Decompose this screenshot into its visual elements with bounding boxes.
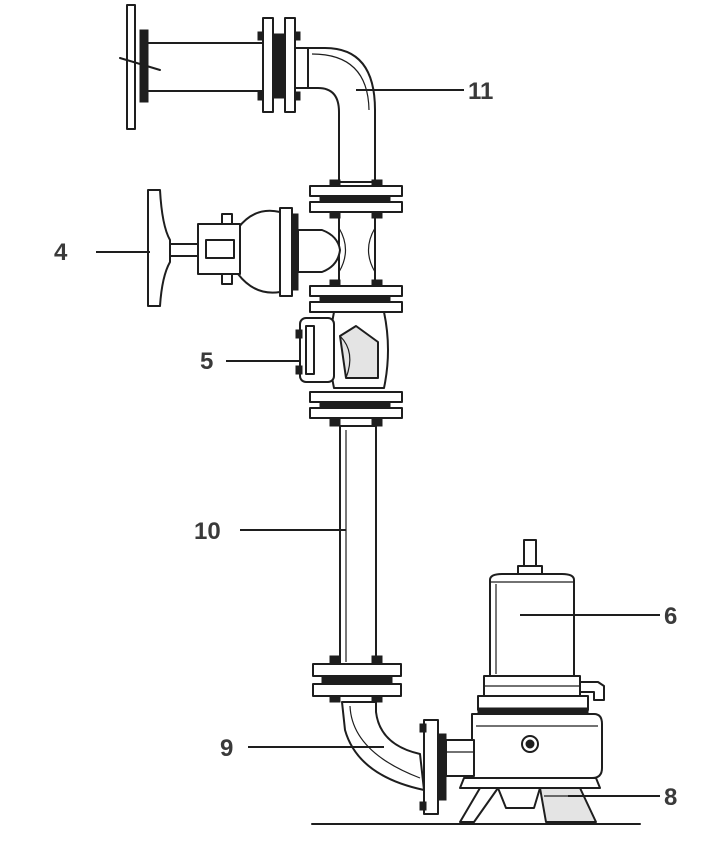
flange-bolt bbox=[329, 179, 341, 187]
inspection-plug-center bbox=[525, 739, 535, 749]
handwheel-icon bbox=[147, 189, 171, 307]
lifting-handle bbox=[523, 539, 537, 569]
cover-bolt bbox=[295, 365, 303, 375]
flange-plate bbox=[309, 391, 403, 403]
bonnet-flange bbox=[279, 207, 293, 297]
pipe-flange-right bbox=[284, 17, 296, 113]
stem-nut bbox=[221, 273, 233, 285]
flange-bolt bbox=[329, 417, 341, 427]
valve-stem bbox=[167, 243, 199, 257]
outlet-pipe-assembly bbox=[119, 4, 313, 130]
discharge-nozzle bbox=[445, 739, 475, 777]
flange-bolt bbox=[329, 695, 341, 703]
valve-body-curve bbox=[338, 227, 347, 273]
check-valve-seat bbox=[339, 335, 351, 379]
end-flange-bolt bbox=[119, 57, 161, 71]
gate-valve bbox=[147, 189, 376, 307]
flange-plate bbox=[312, 683, 402, 697]
pipe-flange-gasket bbox=[272, 33, 286, 99]
cover-bolt bbox=[295, 329, 303, 339]
riser-bottom-flange-pair bbox=[312, 655, 402, 703]
flange-bolt bbox=[329, 655, 341, 665]
flange-bolt bbox=[294, 31, 301, 41]
stand-foot-mid bbox=[497, 787, 541, 809]
stem-nut bbox=[221, 213, 233, 225]
flange-bolt bbox=[329, 279, 341, 287]
flange-bolt bbox=[371, 279, 383, 287]
stem-packing bbox=[205, 239, 235, 259]
motor-housing bbox=[489, 573, 575, 677]
bottom-elbow bbox=[341, 701, 447, 815]
elbow-top bbox=[307, 47, 376, 183]
elbow-top-highlight bbox=[311, 53, 370, 111]
flange-gasket bbox=[321, 675, 393, 685]
cable-outlet bbox=[579, 681, 605, 701]
suction-sole bbox=[459, 777, 601, 789]
stand-foot-left bbox=[459, 787, 499, 823]
flange-plate bbox=[309, 407, 403, 419]
end-flange-plate bbox=[126, 4, 136, 130]
riser-pipe bbox=[339, 425, 377, 667]
pipe-flange-left bbox=[262, 17, 274, 113]
flange-plate bbox=[309, 301, 403, 313]
lifting-lug bbox=[517, 565, 543, 575]
upper-flange-pair bbox=[309, 179, 403, 219]
bonnet-flange-gasket bbox=[291, 213, 299, 291]
flange-bolt bbox=[371, 417, 383, 427]
flange-bolt bbox=[371, 211, 383, 219]
flange-bolt bbox=[257, 31, 264, 41]
valve-yoke bbox=[237, 209, 281, 294]
flange-plate bbox=[309, 285, 403, 297]
flange-plate bbox=[312, 663, 402, 677]
elbow-outlet-gasket bbox=[437, 733, 447, 801]
callout-10: 10 bbox=[194, 518, 221, 545]
callout-9: 9 bbox=[220, 735, 233, 762]
stand-foot-right bbox=[539, 787, 597, 823]
elbow-top-body bbox=[307, 47, 376, 183]
callout-5: 5 bbox=[200, 348, 213, 375]
valve-bonnet bbox=[297, 229, 341, 273]
lower-flange-pair bbox=[309, 391, 403, 427]
valve-body-curve bbox=[367, 227, 376, 273]
flange-bolt bbox=[419, 723, 427, 733]
callout-4: 4 bbox=[54, 239, 68, 266]
callout-11: 11 bbox=[468, 78, 493, 105]
flange-bolt bbox=[329, 211, 341, 219]
submersible-pump bbox=[445, 539, 605, 789]
callout-8: 8 bbox=[664, 784, 677, 811]
flange-plate bbox=[309, 185, 403, 197]
flange-bolt bbox=[419, 801, 427, 811]
flange-bolt bbox=[257, 91, 264, 101]
check-valve bbox=[295, 311, 389, 389]
flange-bolt bbox=[371, 655, 383, 665]
pump-stand bbox=[459, 787, 597, 823]
flange-plate bbox=[309, 201, 403, 213]
middle-flange-pair bbox=[309, 279, 403, 313]
flange-bolt bbox=[294, 91, 301, 101]
check-valve-cover-plate bbox=[305, 325, 315, 375]
elbow-outlet-flange bbox=[423, 719, 439, 815]
callout-6: 6 bbox=[664, 603, 677, 630]
flange-bolt bbox=[371, 179, 383, 187]
